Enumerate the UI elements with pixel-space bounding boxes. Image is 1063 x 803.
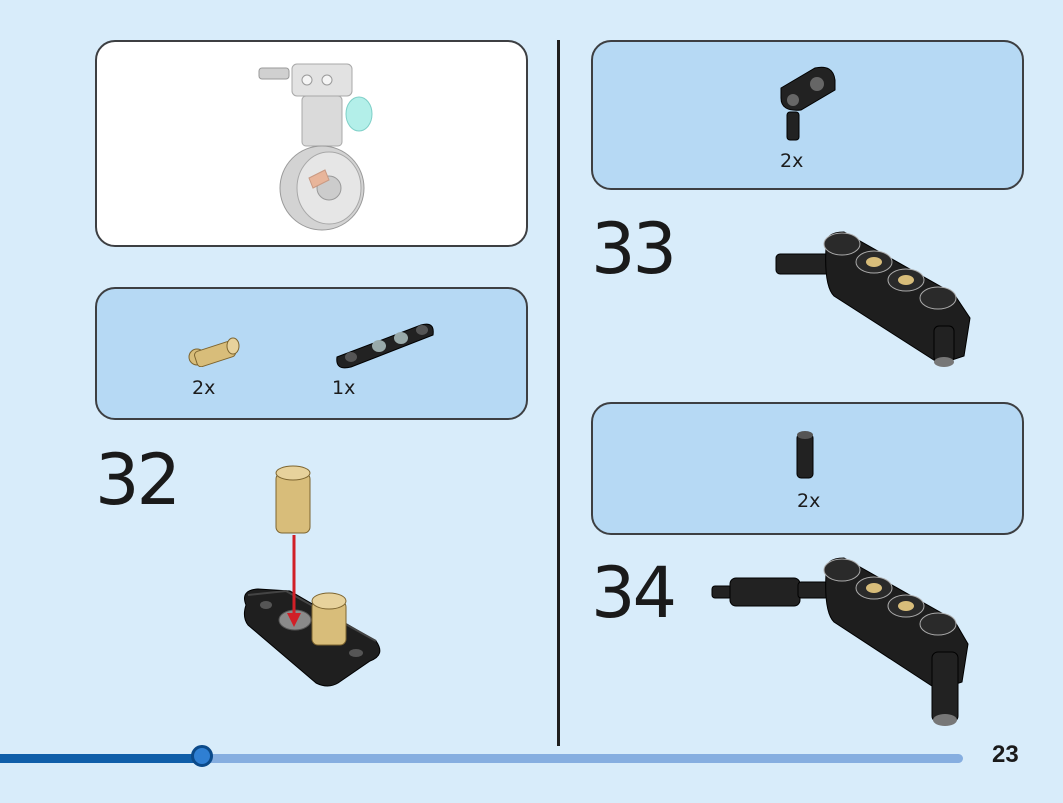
step-number: 34: [591, 552, 677, 634]
black-axle-connector-icon: [796, 431, 814, 479]
parts-callout-step-32: 2x 1x: [95, 287, 528, 420]
progress-knob: [191, 745, 214, 767]
parts-callout-step-34: 2x: [591, 402, 1024, 535]
tan-axle-pin-icon: [188, 337, 240, 367]
column-divider: [557, 40, 560, 746]
part-quantity: 2x: [780, 150, 804, 172]
completed-assembly-illustration: [258, 63, 373, 231]
page-number: 23: [992, 741, 1019, 768]
part-quantity: 2x: [192, 377, 216, 399]
step-number: 32: [95, 439, 181, 521]
black-beam-3-icon: [336, 323, 434, 369]
black-angle-connector-icon: [780, 66, 836, 141]
step-number: 33: [591, 208, 677, 290]
part-quantity: 2x: [797, 490, 821, 512]
progress-track: [0, 754, 963, 763]
part-quantity: 1x: [332, 377, 356, 399]
context-preview-panel: [95, 40, 528, 247]
step-33-build-illustration: [775, 231, 971, 367]
parts-callout-step-33: 2x: [591, 40, 1024, 190]
step-32-build-illustration: [243, 465, 381, 687]
step-34-build-illustration: [711, 557, 969, 726]
progress-fill: [0, 754, 203, 763]
